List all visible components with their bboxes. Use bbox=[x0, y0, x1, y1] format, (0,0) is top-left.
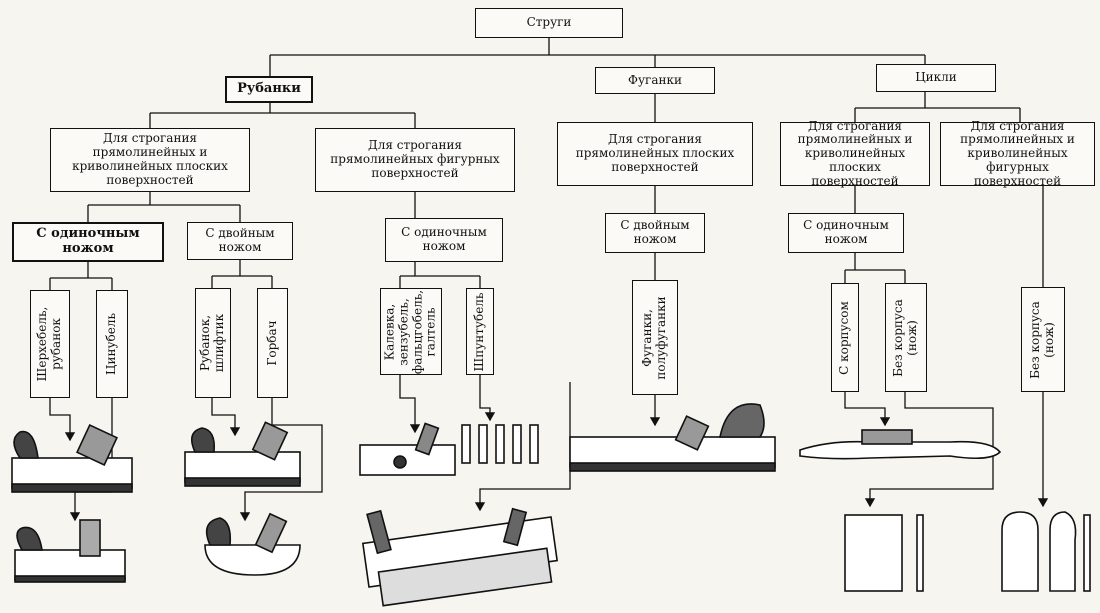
tool-rubanok-shliftik-label: Рубанок, шлифтик bbox=[198, 313, 226, 373]
knife-single-1: С одиночным ножом bbox=[12, 222, 164, 262]
purpose-tsikl-flat: Для строгания прямолинейных и криволиней… bbox=[780, 118, 930, 188]
double-plane-illustration bbox=[184, 421, 301, 487]
plane-illustration-2 bbox=[14, 519, 126, 583]
fuganok-illustration bbox=[569, 403, 776, 472]
tool-rubanok-shliftik: Рубанок, шлифтик bbox=[195, 288, 231, 398]
tool-shpuntubel-label: Шпунтубель bbox=[472, 292, 487, 371]
tool-s-korpusom-label: С корпусом bbox=[837, 300, 852, 375]
purpose-fugank-flat: Для строгания прямолинейных плоских пове… bbox=[557, 122, 753, 186]
root-label: Струги bbox=[526, 15, 572, 30]
purpose-figured: Для строгания прямолинейных фигурных пов… bbox=[315, 128, 515, 192]
scraper-blade-illustration-2 bbox=[1001, 511, 1091, 592]
purpose-tsikl-flat-label: Для строгания прямолинейных и криволиней… bbox=[797, 118, 913, 188]
tool-kalevka-label: Калевка, зензубель, фальцгобель, галтель bbox=[382, 289, 438, 374]
shpuntubel-illustration bbox=[361, 507, 559, 607]
tool-bez-korpusa-1-label: Без корпуса (нож) bbox=[891, 298, 919, 377]
purpose-figured-label: Для строгания прямолинейных фигурных пов… bbox=[330, 138, 500, 180]
tool-fuganki: Фуганки, полуфуганки bbox=[632, 280, 678, 395]
tool-sherhebel: Шерхебель, рубанок bbox=[30, 290, 70, 398]
group-tsikli: Цикли bbox=[876, 64, 996, 92]
root-box: Струги bbox=[475, 8, 623, 38]
tool-fuganki-label: Фуганки, полуфуганки bbox=[640, 295, 668, 380]
tool-tsinubel-label: Цинубель bbox=[104, 313, 119, 376]
knife-single-2: С одиночным ножом bbox=[385, 218, 503, 262]
tool-gorbach: Горбач bbox=[257, 288, 288, 398]
knife-single-2-label: С одиночным ножом bbox=[401, 225, 487, 253]
tool-bez-korpusa-2: Без корпуса (нож) bbox=[1021, 287, 1065, 392]
purpose-flat: Для строгания прямолинейных и криволиней… bbox=[50, 128, 250, 192]
gorbach-illustration bbox=[204, 512, 301, 576]
tool-bez-korpusa-1: Без корпуса (нож) bbox=[885, 283, 927, 392]
group-fuganki: Фуганки bbox=[595, 67, 715, 94]
knife-single-3-label: С одиночным ножом bbox=[803, 218, 889, 246]
knife-profiles-illustration bbox=[461, 424, 539, 464]
spokeshave-illustration bbox=[799, 429, 1002, 460]
knife-double-2: С двойным ножом bbox=[605, 213, 705, 253]
purpose-fugank-flat-label: Для строгания прямолинейных плоских пове… bbox=[575, 132, 735, 174]
tool-sherhebel-label: Шерхебель, рубанок bbox=[35, 306, 63, 382]
knife-single-3: С одиночным ножом bbox=[788, 213, 904, 253]
knife-single-1-label: С одиночным ножом bbox=[36, 226, 140, 256]
tool-shpuntubel: Шпунтубель bbox=[466, 288, 494, 375]
purpose-tsikl-figured: Для строгания прямолинейных и криволиней… bbox=[940, 118, 1095, 188]
tool-s-korpusom: С корпусом bbox=[831, 283, 859, 392]
tool-tsinubel: Цинубель bbox=[96, 290, 128, 398]
kalevka-illustration bbox=[359, 422, 456, 476]
purpose-tsikl-figured-label: Для строгания прямолинейных и криволиней… bbox=[960, 118, 1075, 188]
group-tsikli-label: Цикли bbox=[915, 70, 957, 85]
tool-bez-korpusa-2-label: Без корпуса (нож) bbox=[1028, 300, 1056, 379]
scraper-blade-illustration-1 bbox=[844, 514, 924, 592]
knife-double-1: С двойным ножом bbox=[187, 222, 293, 260]
tool-kalevka: Калевка, зензубель, фальцгобель, галтель bbox=[380, 288, 442, 375]
purpose-flat-label: Для строгания прямолинейных и криволиней… bbox=[72, 131, 228, 187]
plane-illustration-1 bbox=[11, 424, 133, 493]
group-fuganki-label: Фуганки bbox=[628, 72, 682, 87]
tool-gorbach-label: Горбач bbox=[264, 320, 279, 366]
knife-double-2-label: С двойным ножом bbox=[620, 218, 690, 246]
knife-double-1-label: С двойным ножом bbox=[205, 226, 275, 254]
group-rubanki: Рубанки bbox=[225, 76, 313, 103]
group-rubanki-label: Рубанки bbox=[237, 81, 301, 97]
